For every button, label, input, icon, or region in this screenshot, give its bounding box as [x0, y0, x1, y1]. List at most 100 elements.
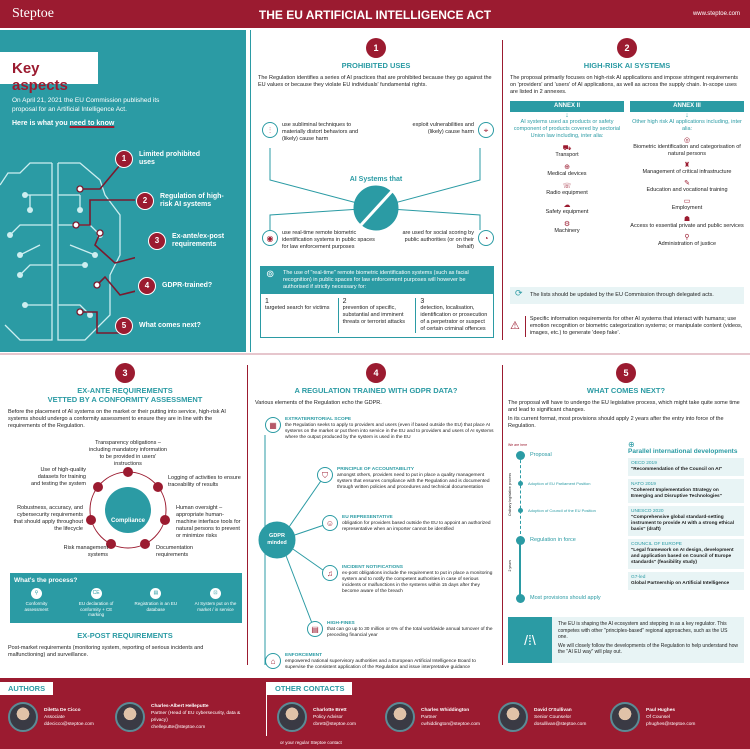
- timeline-dot: [518, 481, 523, 486]
- prohibited-use-4: are used for social scoring by public au…: [390, 230, 494, 251]
- gdpr-connector-lines: [258, 435, 331, 665]
- timeline-label: Proposal: [530, 452, 552, 458]
- annexes: ANNEX II ↓ AI systems used as products o…: [510, 101, 744, 248]
- tower-icon: ♜: [683, 162, 691, 169]
- intl-text: "Legal framework on AI design, developme…: [631, 548, 734, 565]
- annex-item-label: Education and vocational training: [646, 187, 728, 193]
- ex-post-text: Post-market requirements (monitoring sys…: [8, 645, 204, 658]
- intl-item: UNESCO 2020"Comprehensive global standar…: [628, 506, 744, 536]
- contact-role: Partner: [421, 714, 437, 720]
- exception-number: 1: [265, 298, 269, 305]
- contact-email[interactable]: cwhiddington@steptoe.com: [421, 721, 481, 727]
- website-link[interactable]: www.steptoe.com: [692, 11, 740, 17]
- exception-number: 2: [342, 298, 347, 305]
- timeline-step: Adoption of EU Parliament Position: [518, 480, 590, 487]
- annex-item: ☏Radio equipment: [510, 183, 624, 197]
- requirement: Logging of activities to ensure traceabi…: [168, 475, 241, 488]
- gdpr-item-desc: amongst others, providers need to put in…: [337, 473, 490, 490]
- contact-name: Charlotte Brett: [313, 707, 347, 713]
- services-icon: ☗: [683, 216, 691, 223]
- intl-list: OECD 2019"Recommendation of the Council …: [628, 458, 744, 590]
- arrow-down-icon: ↓: [565, 112, 569, 119]
- process-title: What's the process?: [14, 577, 78, 584]
- sliders-icon: ⫶: [262, 122, 278, 138]
- step-label: AI System put on the market / in service: [194, 601, 237, 612]
- process-step: ⚲Conformity assessment: [14, 588, 59, 618]
- section-number: 4: [366, 363, 386, 383]
- key-item-1[interactable]: 1 Limited prohibited uses: [115, 150, 215, 168]
- timeline-dot: [518, 508, 523, 513]
- exceptions-header: ⊚The use of "real-time" remote biometric…: [261, 267, 493, 294]
- update-note: ⟳The lists should be updated by the EU C…: [510, 287, 744, 304]
- section-title: PROHIBITED USES: [341, 61, 411, 70]
- annex-item-label: Machinery: [554, 228, 580, 234]
- intl-org: UNESCO 2020: [631, 509, 664, 514]
- database-icon: ▤: [150, 588, 162, 599]
- gdpr-item-title: ENFORCEMENT: [285, 653, 323, 658]
- step-label: EU declaration of conformity + CE markin…: [78, 601, 114, 617]
- steptoe-logo[interactable]: Steptoe: [12, 6, 54, 21]
- divider: [250, 30, 251, 352]
- contact-email[interactable]: cbrett@steptoe.com: [313, 721, 356, 727]
- annex-title: ANNEX II: [510, 101, 624, 112]
- contact-email[interactable]: ddecicco@steptoe.com: [44, 721, 94, 727]
- ex-post-title: EX-POST REQUIREMENTS: [77, 631, 173, 640]
- timeline-dashed: [520, 455, 521, 539]
- timeline-label: Most provisions should apply: [530, 595, 601, 601]
- divider: [502, 365, 503, 665]
- regular-contact-note: or your regular Steptoe contact: [280, 740, 342, 745]
- intl-text: "Recommendation of the Council on AI": [631, 467, 723, 472]
- contact-email[interactable]: phughes@steptoe.com: [646, 721, 696, 727]
- intl-item: COUNCIL OF EUROPE"Legal framework on AI …: [628, 539, 744, 569]
- timeline-step: Proposal: [516, 451, 552, 460]
- annex-item: ⛟Transport: [510, 145, 624, 159]
- step-label: Registration in an EU database: [134, 601, 178, 612]
- divider: [0, 353, 750, 355]
- need-prefix: Here is what you: [12, 120, 70, 127]
- arrow-down-icon: ↓: [685, 112, 689, 119]
- annex-desc: Other high risk AI applications includin…: [632, 119, 742, 132]
- contact-name: Paul Hughes: [646, 707, 676, 713]
- key-item-label: Limited prohibited uses: [139, 151, 201, 166]
- avatar: [115, 702, 145, 732]
- intl-org: COUNCIL OF EUROPE: [631, 542, 682, 547]
- intl-item: NATO 2019"Coherent Implementation Strate…: [628, 479, 744, 503]
- requirement: Documentation requirements: [156, 545, 193, 558]
- radio-icon: ☏: [562, 183, 572, 190]
- intl-org: G7-led: [631, 575, 646, 580]
- gear-icon: ⚙: [563, 221, 571, 228]
- title-line: EX-ANTE REQUIREMENTS: [77, 386, 173, 395]
- contact-role: Of Counsel: [646, 714, 670, 720]
- paragraph: In its current format, most provisions s…: [508, 416, 724, 429]
- requirement: Robustness, accuracy, and cybersecurity …: [13, 505, 83, 532]
- timeline-label: Adoption of EU Parliament Position: [528, 481, 591, 486]
- gdpr-item-desc: ex-post obligations include the requirem…: [342, 571, 493, 594]
- gdpr-minded-label: GDPR minded: [267, 533, 287, 546]
- key-aspects-title: Key aspects: [0, 52, 98, 94]
- contact-email[interactable]: chelleputte@steptoe.com: [151, 725, 206, 730]
- annex-item-label: Access to essential private and public s…: [630, 223, 744, 229]
- gdpr-item-desc: empowered national supervisory authoriti…: [285, 659, 476, 670]
- number-badge: 1: [115, 150, 133, 168]
- gauge-icon: ◔: [478, 230, 494, 246]
- target-icon: ⌖: [478, 122, 494, 138]
- contact-email[interactable]: dosullivan@steptoe.com: [534, 721, 587, 727]
- annex-item-label: Biometric identification and categorisat…: [633, 144, 741, 157]
